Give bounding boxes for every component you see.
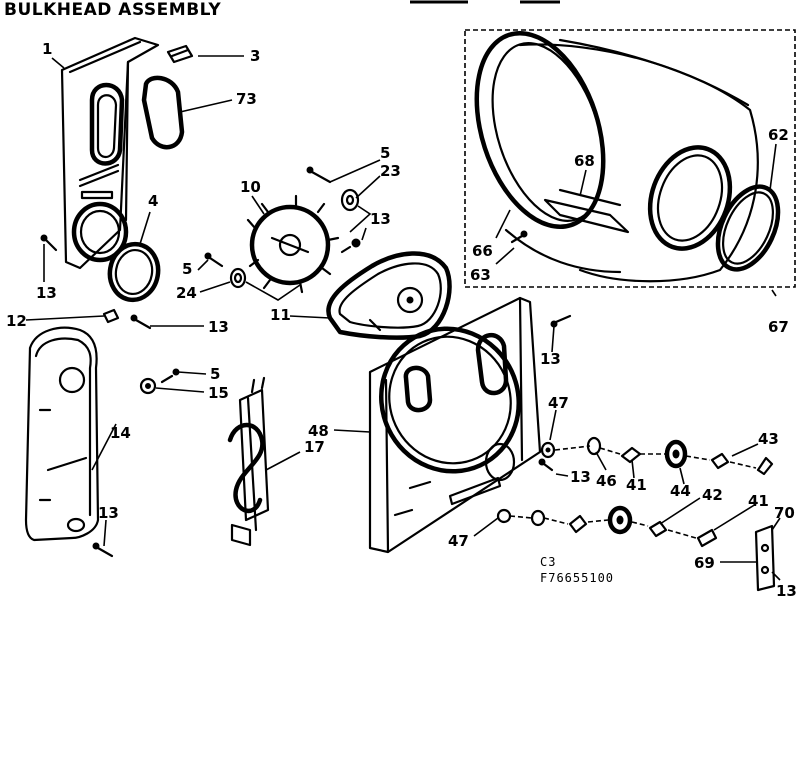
callout-46: 46 xyxy=(596,472,617,490)
screw-washer-upper xyxy=(306,166,372,233)
callout-13-duct: 13 xyxy=(98,504,119,522)
callout-13-panel: 13 xyxy=(36,284,57,302)
drum xyxy=(474,30,759,283)
callout-42: 42 xyxy=(702,486,723,504)
callout-47-upper: 47 xyxy=(548,394,569,412)
callout-13-bulkhead: 13 xyxy=(540,350,561,368)
blower-housing xyxy=(326,251,452,340)
callout-11: 11 xyxy=(270,306,291,324)
callout-70: 70 xyxy=(774,504,795,522)
callout-5-upper: 5 xyxy=(380,144,390,162)
leader-lines xyxy=(25,55,781,581)
callout-73: 73 xyxy=(236,90,257,108)
callout-1: 1 xyxy=(42,40,52,58)
screw-13c xyxy=(130,314,152,330)
support-roller-parts-lower xyxy=(496,505,718,548)
callout-48: 48 xyxy=(308,422,329,440)
callout-41-lower: 41 xyxy=(748,492,769,510)
callout-67: 67 xyxy=(768,318,789,336)
bracket-69 xyxy=(754,524,776,592)
screw-washer-lower xyxy=(204,252,301,301)
callout-44: 44 xyxy=(670,482,691,500)
figure-code-line-2: F76655100 xyxy=(540,571,614,585)
duct-seal-ring xyxy=(107,241,161,303)
bearing-47-upper xyxy=(538,441,556,472)
figure-code-line-1: C3 xyxy=(540,555,556,569)
screw-13a xyxy=(40,234,58,252)
callout-13-clip: 13 xyxy=(208,318,229,336)
rear-bulkhead-panel xyxy=(60,36,160,270)
callout-4: 4 xyxy=(148,192,158,210)
drum-group-box xyxy=(464,29,796,288)
callout-17: 17 xyxy=(304,438,325,456)
callout-15: 15 xyxy=(208,384,229,402)
diagram-title: BULKHEAD ASSEMBLY xyxy=(4,0,221,20)
drum-assembly-group xyxy=(464,29,796,288)
screw-13d xyxy=(92,542,114,558)
callout-23: 23 xyxy=(380,162,401,180)
callout-43: 43 xyxy=(758,430,779,448)
callout-5-duct: 5 xyxy=(210,365,220,383)
exhaust-duct xyxy=(24,326,100,542)
blower-impeller xyxy=(246,194,340,294)
support-roller-parts xyxy=(554,436,774,476)
callout-62: 62 xyxy=(768,126,789,144)
figure-code: C3 F76655100 xyxy=(540,555,614,585)
front-bulkhead xyxy=(368,296,542,554)
callout-13-housing: 13 xyxy=(370,210,391,228)
callout-13-bearing: 13 xyxy=(570,468,591,486)
gasket xyxy=(141,75,185,150)
callout-10: 10 xyxy=(240,178,261,196)
clip-part xyxy=(166,44,194,64)
callout-69: 69 xyxy=(694,554,715,572)
callout-66: 66 xyxy=(472,242,493,260)
callout-47-lower: 47 xyxy=(448,532,469,550)
drum-baffle xyxy=(543,198,630,234)
callout-labels: 1 3 73 5 23 10 13 4 13 5 24 11 12 13 5 1… xyxy=(6,40,797,600)
callout-12: 12 xyxy=(6,312,27,330)
callout-5-lower: 5 xyxy=(182,260,192,278)
callout-68: 68 xyxy=(574,152,595,170)
callout-3: 3 xyxy=(250,47,260,65)
callout-14: 14 xyxy=(110,424,131,442)
clip-12 xyxy=(102,308,120,324)
callout-24: 24 xyxy=(176,284,197,302)
heater-element xyxy=(227,376,270,547)
screw-13e xyxy=(550,314,572,328)
drum-seal-ring xyxy=(715,184,781,272)
callout-13-bracket: 13 xyxy=(776,582,797,600)
drum-opening xyxy=(647,145,733,251)
callout-63: 63 xyxy=(470,266,491,284)
screw-washer-15 xyxy=(139,368,180,395)
drum-screw xyxy=(510,230,528,244)
callout-41-upper: 41 xyxy=(626,476,647,494)
screw-13b xyxy=(340,238,361,254)
